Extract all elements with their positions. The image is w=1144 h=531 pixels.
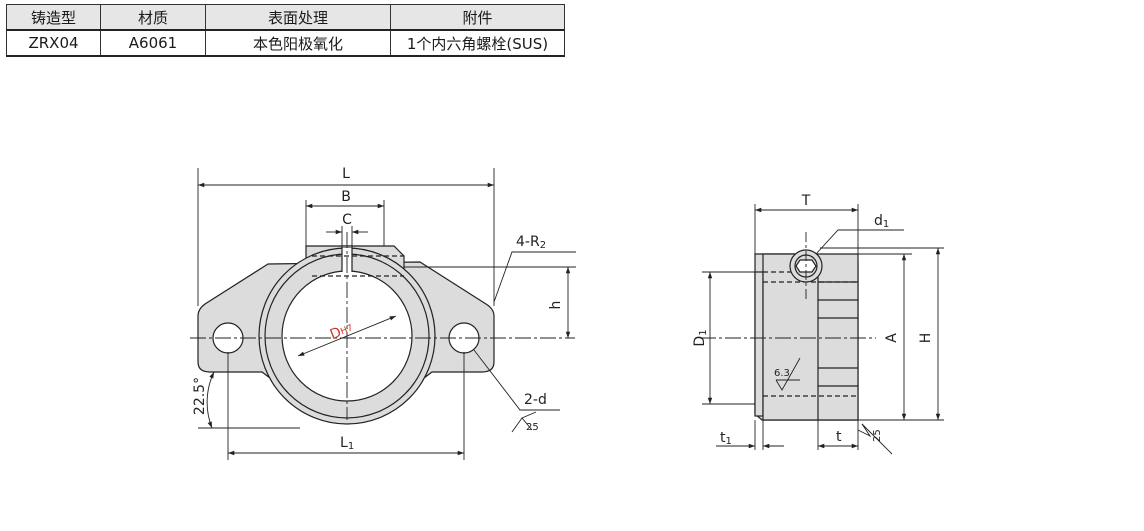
- side-flange-edge: [754, 271, 764, 417]
- cell-casting-type: ZRX04: [6, 29, 101, 57]
- header-accessory: 附件: [390, 4, 565, 31]
- label-B: B: [341, 189, 351, 205]
- table-row: ZRX04 A6061 本色阳极氧化 1个内六角螺栓(SUS): [6, 29, 565, 57]
- label-t: t: [836, 429, 842, 445]
- roughness-25-side: 25: [872, 429, 883, 442]
- label-d1: d1: [874, 213, 889, 230]
- label-T: T: [801, 193, 811, 209]
- front-view-dimensions: [197, 168, 576, 460]
- label-t1: t1: [720, 430, 732, 447]
- side-view: [700, 232, 876, 421]
- label-h: h: [548, 301, 564, 310]
- label-C: C: [342, 212, 352, 228]
- side-view-labels: T d1 D1 A H t1 t 6.3 25: [692, 193, 934, 447]
- table-header-row: 铸造型 材质 表面处理 附件: [6, 4, 565, 31]
- cell-accessory: 1个内六角螺栓(SUS): [390, 29, 565, 57]
- label-2-d: 2-d: [524, 392, 547, 408]
- front-view-labels: L B C 4-R2 h DH7 L1 22.5° 2-d 25: [192, 166, 564, 452]
- header-surface-treatment: 表面处理: [205, 4, 391, 31]
- label-4-R: 4-R2: [516, 234, 546, 251]
- label-L1: L1: [340, 435, 354, 452]
- label-H: H: [918, 333, 934, 344]
- label-D1: D1: [692, 329, 709, 346]
- label-A: A: [884, 333, 900, 343]
- label-D-H7: DH7: [328, 320, 356, 344]
- spec-table: 铸造型 材质 表面处理 附件 ZRX04 A6061 本色阳极氧化 1个内六角螺…: [6, 4, 565, 57]
- roughness-6-3: 6.3: [774, 368, 790, 379]
- side-view-dimensions: [702, 204, 944, 455]
- cell-material: A6061: [100, 29, 206, 57]
- header-casting-type: 铸造型: [6, 4, 101, 31]
- front-view: [190, 232, 575, 425]
- label-L: L: [342, 166, 350, 182]
- cell-surface-treatment: 本色阳极氧化: [205, 29, 391, 57]
- label-22-5-deg: 22.5°: [192, 377, 208, 415]
- roughness-25-front: 25: [526, 422, 539, 433]
